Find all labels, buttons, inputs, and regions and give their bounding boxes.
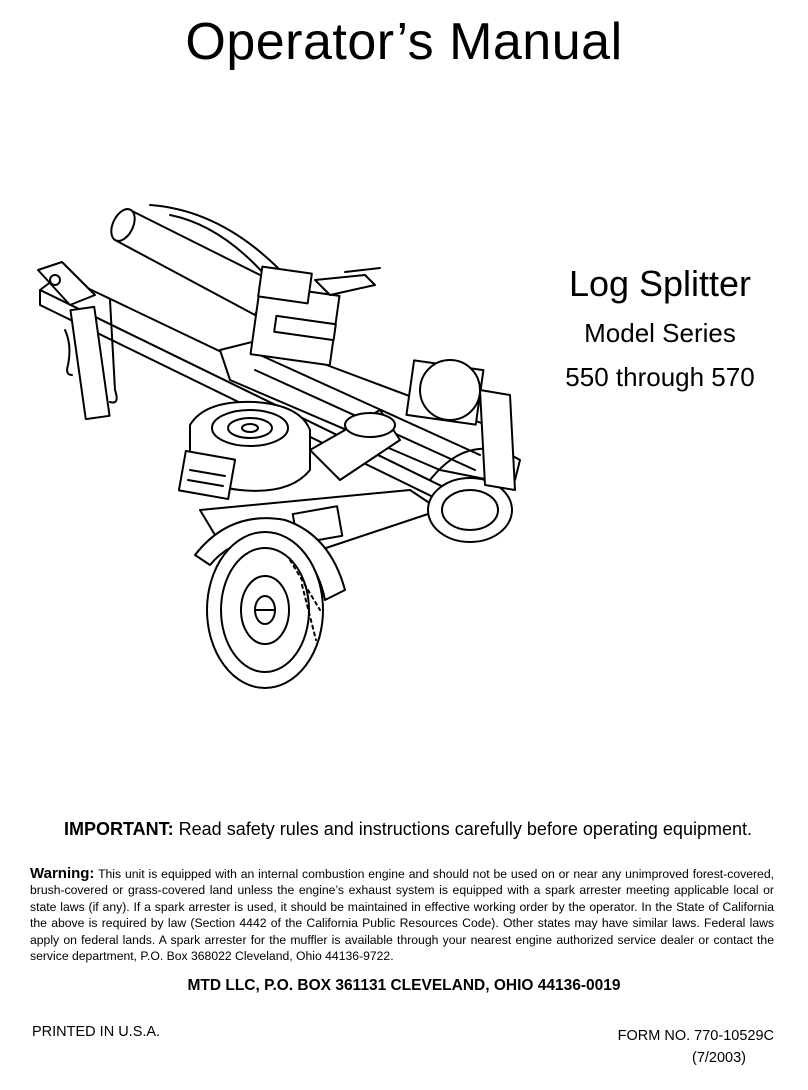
- important-label: IMPORTANT:: [64, 819, 174, 839]
- hydraulic-cylinder: [110, 204, 281, 316]
- right-wheel: [405, 359, 521, 543]
- product-block: Log Splitter Model Series 550 through 57…: [520, 262, 800, 394]
- warning-paragraph: Warning: This unit is equipped with an i…: [30, 865, 774, 964]
- page-title: Operator’s Manual: [185, 13, 623, 71]
- left-wheel: [194, 517, 346, 689]
- engine: [177, 400, 311, 501]
- product-name: Log Splitter: [568, 263, 752, 304]
- warning-text: This unit is equipped with an internal c…: [30, 867, 774, 964]
- important-text: Read safety rules and instructions caref…: [173, 819, 752, 839]
- company-address: MTD LLC, P.O. BOX 361131 CLEVELAND, OHIO…: [187, 977, 621, 994]
- wedge: [249, 265, 381, 367]
- model-series-label: Model Series: [584, 318, 736, 348]
- important-notice: IMPORTANT: Read safety rules and instruc…: [28, 816, 788, 842]
- form-number: FORM NO. 770-10529C: [617, 1028, 774, 1044]
- model-range: 550 through 570: [565, 362, 755, 392]
- printed-in: PRINTED IN U.S.A.: [32, 1024, 161, 1040]
- hitch: [37, 261, 118, 421]
- form-date: (7/2003): [691, 1050, 746, 1066]
- warning-label: Warning:: [30, 865, 95, 882]
- log-splitter-illustration: [37, 204, 521, 689]
